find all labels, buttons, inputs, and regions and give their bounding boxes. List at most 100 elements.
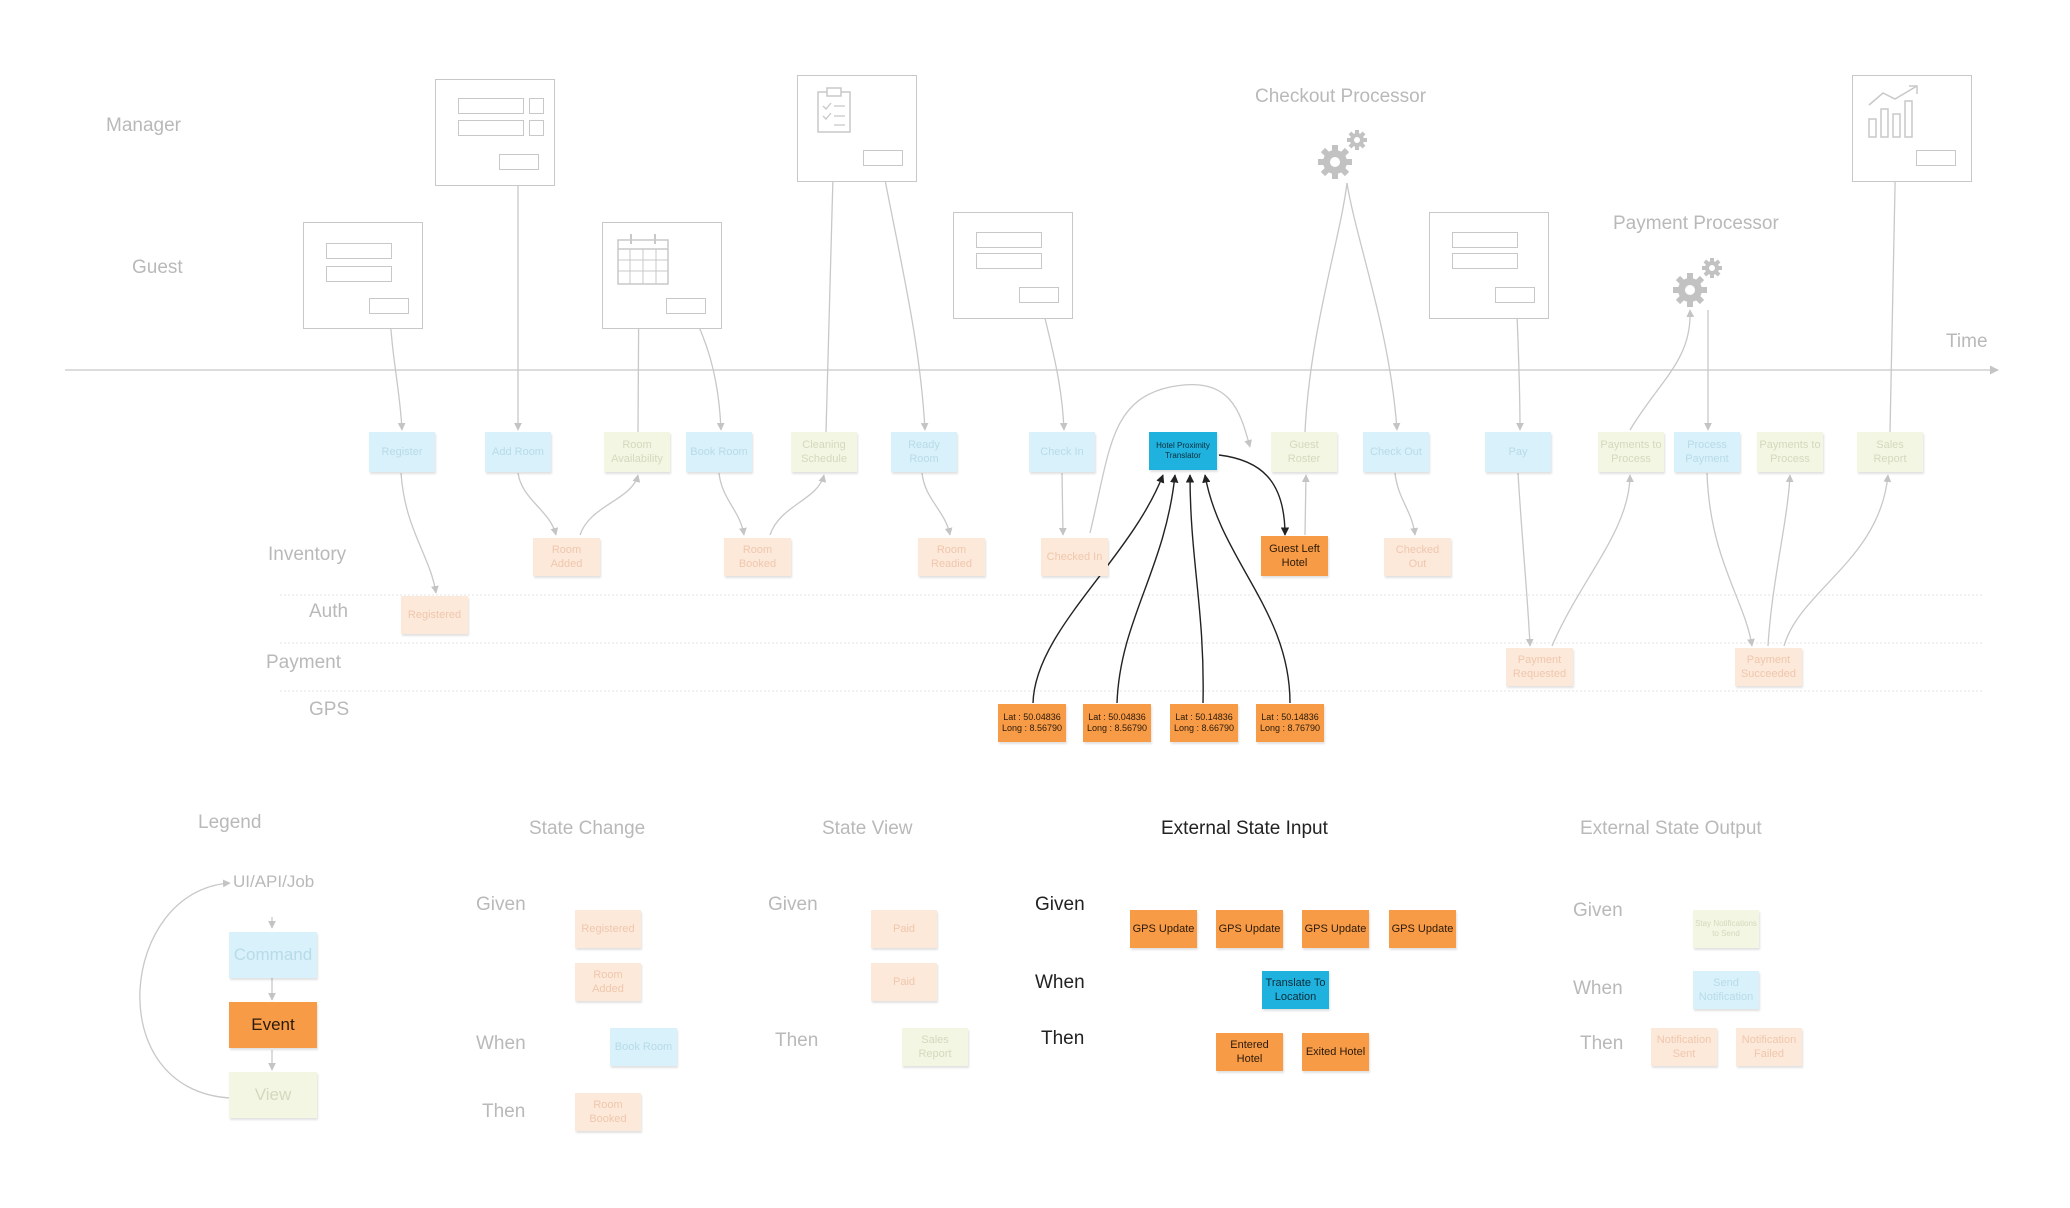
screen-field (326, 243, 392, 259)
event-room-added[interactable]: Room Added (533, 538, 600, 576)
screen-field (326, 266, 392, 282)
screen-button (666, 298, 706, 314)
command-check-in[interactable]: Check In (1029, 432, 1095, 472)
screen-button (1019, 287, 1059, 303)
view-ready-room[interactable]: Ready Room (891, 432, 957, 472)
event-registered[interactable]: Registered (401, 596, 468, 634)
screen-field (1452, 232, 1518, 248)
gps-lat: Lat : 50.04836 (1003, 712, 1061, 722)
bar-chart-icon (1868, 85, 1918, 138)
state-view-given-2: Paid (871, 963, 937, 1001)
screen-field (458, 120, 524, 136)
external-output-given: Given (1573, 900, 1623, 921)
actor-manager: Manager (106, 115, 181, 136)
legend-title: Legend (198, 812, 262, 833)
screen-field (976, 232, 1042, 248)
external-output-then-1: Notification Sent (1651, 1028, 1717, 1066)
state-view-title: State View (822, 818, 913, 839)
state-view-then-view: Sales Report (902, 1028, 968, 1066)
state-change-then: Then (482, 1101, 526, 1122)
gps-lat: Lat : 50.14836 (1175, 712, 1233, 722)
guest-register-screen (303, 222, 423, 329)
state-view-given: Given (768, 894, 818, 915)
lane-auth: Auth (309, 601, 349, 622)
view-payments-to-process-1[interactable]: Payments to Process (1598, 432, 1664, 472)
external-input-when-translator: Translate To Location (1262, 971, 1329, 1009)
state-change-given: Given (476, 894, 526, 915)
event-checked-in[interactable]: Checked In (1041, 538, 1108, 576)
lane-gps: GPS (309, 699, 350, 720)
gear-icon (1318, 130, 1367, 179)
actor-guest: Guest (132, 257, 183, 278)
external-input-given-1: GPS Update (1130, 910, 1197, 948)
external-input-then: Then (1041, 1028, 1085, 1049)
external-output-given-view: Stay Notifications to Send (1693, 910, 1759, 948)
external-input-then-2: Exited Hotel (1302, 1033, 1369, 1071)
screen-button (369, 298, 409, 314)
state-change-then-evt: Room Booked (575, 1093, 641, 1131)
gps-lat: Lat : 50.04836 (1088, 712, 1146, 722)
lane-payment: Payment (266, 652, 341, 673)
gps-long: Long : 8.66790 (1173, 723, 1235, 733)
guest-book-screen (602, 222, 722, 329)
gps-event-2[interactable]: Lat : 50.04836 Long : 8.56790 (1083, 704, 1151, 742)
gps-long: Long : 8.76790 (1259, 723, 1321, 733)
external-input-then-1: Entered Hotel (1216, 1033, 1283, 1071)
translator-hotel-proximity[interactable]: Hotel Proximity Translator (1149, 432, 1217, 470)
view-payments-to-process-2[interactable]: Payments to Process (1757, 432, 1823, 472)
gps-lat: Lat : 50.14836 (1261, 712, 1319, 722)
view-guest-roster[interactable]: Guest Roster (1271, 432, 1337, 472)
external-input-title: External State Input (1161, 818, 1328, 839)
screen-field (529, 120, 544, 136)
state-view-given-1: Paid (871, 910, 937, 948)
command-register[interactable]: Register (369, 432, 435, 472)
event-checked-out[interactable]: Checked Out (1384, 538, 1451, 576)
manager-add-room-screen (435, 79, 555, 186)
screen-button (1495, 287, 1535, 303)
view-cleaning-schedule[interactable]: Cleaning Schedule (791, 432, 857, 472)
gear-icon (1673, 258, 1722, 307)
external-output-title: External State Output (1580, 818, 1762, 839)
clipboard-icon (817, 87, 851, 133)
view-sales-report[interactable]: Sales Report (1857, 432, 1923, 472)
view-room-availability[interactable]: Room Availability (604, 432, 670, 472)
command-add-room[interactable]: Add Room (485, 432, 551, 472)
external-output-when-cmd: Send Notification (1693, 971, 1759, 1009)
event-room-readied[interactable]: Room Readied (918, 538, 985, 576)
gps-long: Long : 8.56790 (1001, 723, 1063, 733)
legend-view: View (229, 1072, 317, 1118)
screen-button (1916, 150, 1956, 166)
event-room-booked[interactable]: Room Booked (724, 538, 791, 576)
guest-pay-screen (1429, 212, 1549, 319)
event-payment-requested[interactable]: Payment Requested (1506, 648, 1573, 686)
event-payment-succeeded[interactable]: Payment Succeeded (1735, 648, 1802, 686)
state-change-given-2: Room Added (575, 963, 641, 1001)
command-book-room[interactable]: Book Room (686, 432, 752, 472)
external-input-when: When (1035, 972, 1085, 993)
screen-button (499, 154, 539, 170)
legend-ui-label: UI/API/Job (233, 872, 315, 891)
screen-field (529, 98, 544, 114)
state-change-when-cmd: Book Room (610, 1028, 677, 1066)
gps-event-1[interactable]: Lat : 50.04836 Long : 8.56790 (998, 704, 1066, 742)
external-input-given-3: GPS Update (1302, 910, 1369, 948)
command-process-payment[interactable]: Process Payment (1674, 432, 1740, 472)
state-change-given-1: Registered (575, 910, 641, 948)
command-check-out[interactable]: Check Out (1363, 432, 1429, 472)
screen-field (976, 253, 1042, 269)
gps-event-4[interactable]: Lat : 50.14836 Long : 8.76790 (1256, 704, 1324, 742)
manager-cleaning-screen (797, 75, 917, 182)
legend-event: Event (229, 1002, 317, 1048)
external-input-given-2: GPS Update (1216, 910, 1283, 948)
command-pay[interactable]: Pay (1485, 432, 1551, 472)
state-view-then: Then (775, 1030, 819, 1051)
lane-inventory: Inventory (268, 544, 347, 565)
external-output-when: When (1573, 978, 1623, 999)
event-guest-left-hotel[interactable]: Guest Left Hotel (1261, 536, 1328, 576)
timeline-label: Time (1946, 331, 1988, 352)
actor-checkout-processor: Checkout Processor (1255, 86, 1427, 107)
actor-payment-processor: Payment Processor (1613, 213, 1779, 234)
gps-event-3[interactable]: Lat : 50.14836 Long : 8.66790 (1170, 704, 1238, 742)
calendar-icon (617, 234, 669, 285)
